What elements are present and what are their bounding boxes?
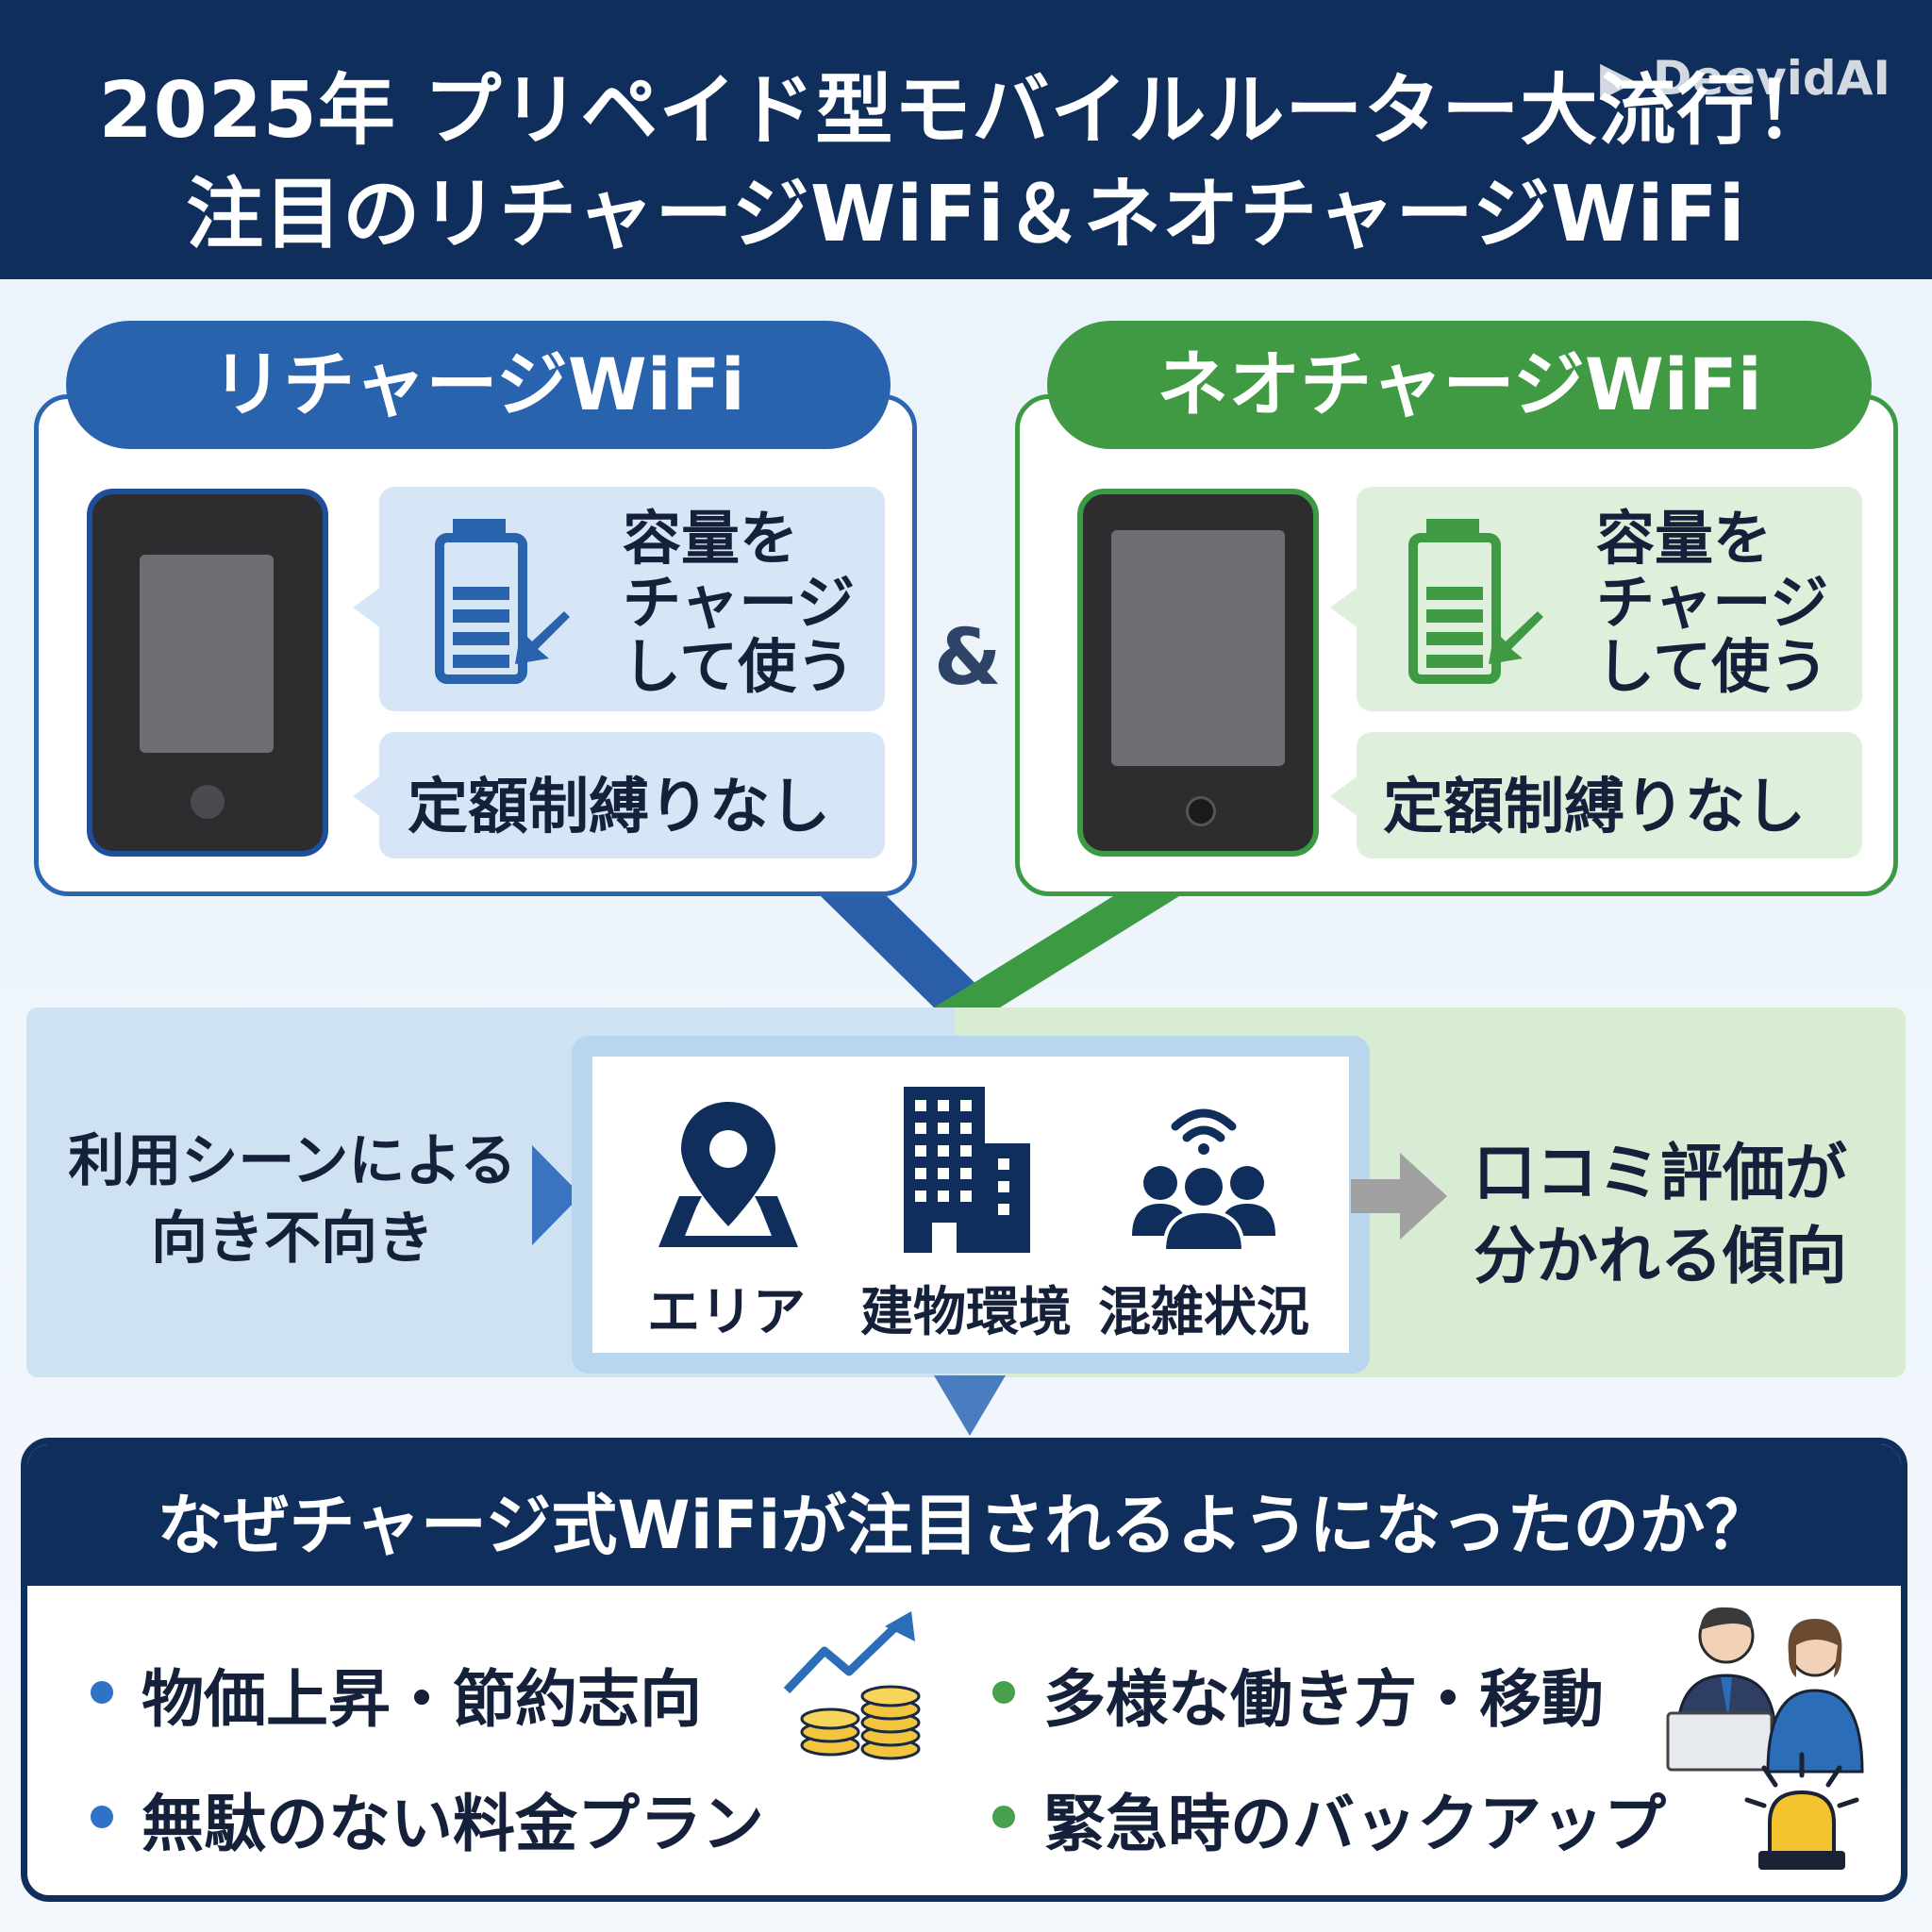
router-device-icon <box>1077 489 1319 857</box>
arrow-down-icon <box>934 1375 1006 1436</box>
factor-area: エリア <box>647 1282 806 1343</box>
workers-icon <box>1666 1607 1864 1774</box>
why-panel: なぜチャージ式WiFiが注目されるようになったのか？ <box>21 1438 1907 1902</box>
page-title-line2: 注目のリチャージWiFi＆ネオチャージWiFi <box>186 170 1746 259</box>
review-line1: 口コミ評価が <box>1474 1137 1847 1209</box>
watermark: ▶ DeevidAI <box>1599 51 1890 106</box>
arrow-right-gray-icon <box>1351 1153 1447 1240</box>
charge-text-recharge-1: 容量を <box>623 504 799 573</box>
chart-coins-icon <box>783 1611 921 1760</box>
bubble-pointer <box>1330 587 1358 628</box>
plan-bubble-recharge <box>379 732 885 858</box>
bubble-pointer <box>353 587 381 628</box>
charge-text-recharge-3: して使う <box>623 632 856 701</box>
battery-charge-icon <box>1408 519 1543 684</box>
review-label: 口コミ評価が 分かれる傾向 <box>1443 1132 1877 1298</box>
review-line2: 分かれる傾向 <box>1474 1220 1847 1292</box>
ampersand: & <box>934 613 1002 703</box>
charge-text-neocharge-3: して使う <box>1596 632 1829 701</box>
bullet-dot <box>992 1806 1015 1828</box>
plan-bubble-neocharge <box>1357 732 1862 858</box>
header-banner: 2025年 プリペイド型モバイルルーター大流行！ 注目のリチャージWiFi＆ネオ… <box>0 0 1932 279</box>
why-header: なぜチャージ式WiFiが注目されるようになったのか？ <box>27 1444 1901 1586</box>
plan-text-recharge: 定額制縛りなし <box>408 773 830 842</box>
device-home-button <box>1186 796 1216 826</box>
bubble-pointer <box>1330 775 1358 817</box>
arrow-right-icon <box>532 1145 581 1245</box>
product-name-recharge: リチャージWiFi <box>66 321 891 449</box>
map-pin-icon <box>658 1102 798 1247</box>
reason-no-waste-plan: 無駄のない料金プラン <box>142 1788 764 1860</box>
bullet-dot <box>91 1681 113 1704</box>
product-name-neocharge: ネオチャージWiFi <box>1047 321 1872 449</box>
factor-congestion: 混雑状況 <box>1098 1282 1309 1343</box>
charge-text-recharge-2: チャージ <box>623 568 856 637</box>
page-title-line1: 2025年 プリペイド型モバイルルーター大流行！ <box>98 66 1834 156</box>
device-screen <box>140 555 274 753</box>
connector-lines <box>821 896 1179 1008</box>
bubble-pointer <box>353 775 381 817</box>
green-connector <box>934 896 1179 1008</box>
bullet-dot <box>91 1806 113 1828</box>
why-title: なぜチャージ式WiFiが注目されるようになったのか？ <box>157 1487 1772 1564</box>
charge-text-neocharge-1: 容量を <box>1596 504 1773 573</box>
crowd-wifi-icon <box>1132 1108 1275 1253</box>
building-icon <box>904 1087 1030 1253</box>
usage-scene-line1: 利用シーンによる <box>68 1128 517 1194</box>
plan-text-neocharge: 定額制縛りなし <box>1383 773 1806 842</box>
battery-charge-icon <box>435 519 570 684</box>
blue-connector <box>821 896 1000 1008</box>
alarm-light-icon <box>1744 1752 1859 1870</box>
router-device-icon <box>87 489 328 857</box>
reason-price-rise: 物価上昇・節約志向 <box>142 1663 702 1736</box>
usage-scene-line2: 向き不向き <box>151 1206 434 1272</box>
bullet-dot <box>992 1681 1015 1704</box>
device-screen <box>1111 530 1285 766</box>
factor-building: 建物環境 <box>860 1282 1072 1343</box>
device-home-button <box>191 785 225 819</box>
reason-work-style: 多様な働き方・移動 <box>1043 1663 1604 1736</box>
reason-emergency-backup: 緊急時のバックアップ <box>1043 1788 1666 1860</box>
usage-scene-label: 利用シーンによる 向き不向き <box>38 1123 547 1277</box>
charge-text-neocharge-2: チャージ <box>1596 568 1829 637</box>
